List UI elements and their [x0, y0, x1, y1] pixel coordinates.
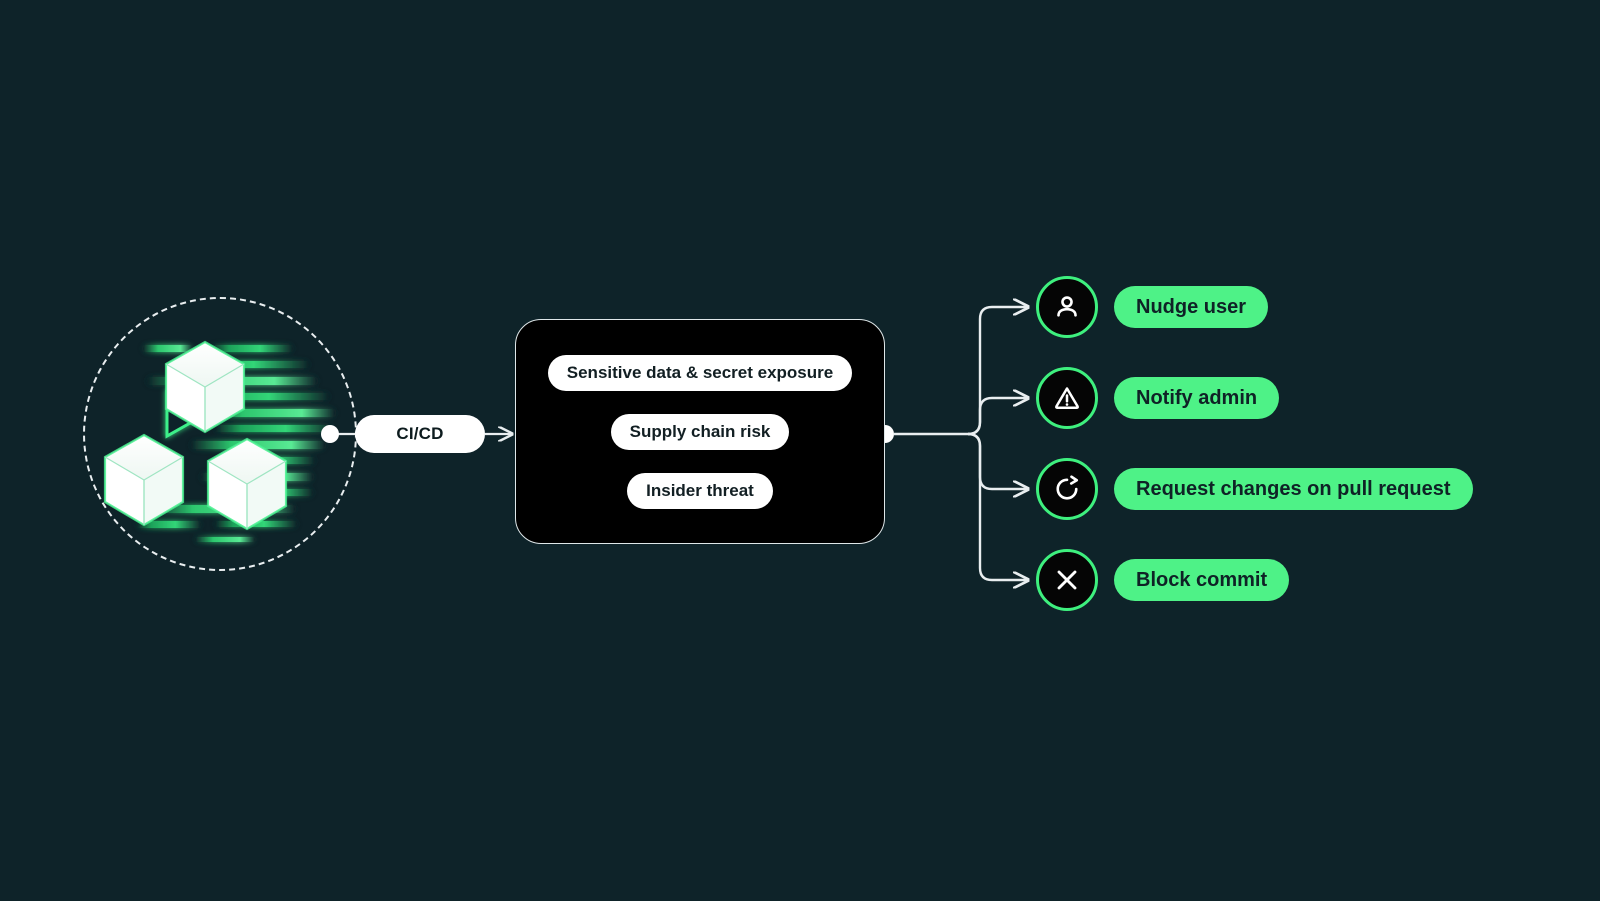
threat-categories-box: Sensitive data & secret exposure Supply …: [515, 319, 885, 544]
action-row-request-changes[interactable]: Request changes on pull request: [1036, 458, 1473, 520]
warning-triangle-icon: [1036, 367, 1098, 429]
threat-chip-insider-threat[interactable]: Insider threat: [627, 472, 773, 509]
cubes-emblem-icon: [103, 340, 335, 542]
action-row-notify-admin[interactable]: Notify admin: [1036, 367, 1280, 429]
close-x-icon: [1036, 549, 1098, 611]
action-label-nudge-user[interactable]: Nudge user: [1114, 286, 1269, 328]
refresh-icon: [1036, 458, 1098, 520]
action-label-notify-admin[interactable]: Notify admin: [1114, 377, 1280, 419]
action-label-block-commit[interactable]: Block commit: [1114, 559, 1290, 601]
pipeline-label[interactable]: CI/CD: [355, 415, 485, 453]
threat-chip-supply-chain-risk[interactable]: Supply chain risk: [610, 413, 790, 450]
action-label-request-changes[interactable]: Request changes on pull request: [1114, 468, 1473, 510]
source-emblem: [83, 297, 357, 571]
source-node-dot: [321, 425, 339, 443]
action-row-nudge-user[interactable]: Nudge user: [1036, 276, 1269, 338]
action-row-block-commit[interactable]: Block commit: [1036, 549, 1290, 611]
user-icon: [1036, 276, 1098, 338]
threat-chip-sensitive-data[interactable]: Sensitive data & secret exposure: [547, 354, 853, 391]
